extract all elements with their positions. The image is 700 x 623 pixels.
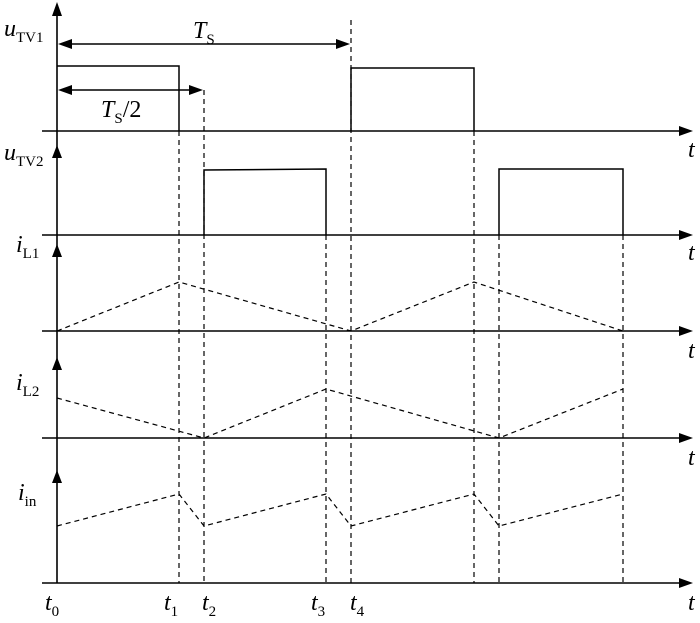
time-label-t1: t1 [164,590,178,620]
t-label-iin: t [688,590,696,616]
half-period-dimension [58,85,203,95]
label-i-in: iin [18,480,37,510]
half-period-arrow-right [189,85,203,95]
t-label-tv1: t [688,137,696,163]
label-half-period: TS/2 [101,97,141,127]
u-tv2-pulse-1 [203,168,327,235]
period-arrow-left [58,39,72,49]
u-tv1-pulse-1 [57,65,180,131]
half-period-arrow-left [58,85,72,95]
axis-arrow-il1 [52,244,62,257]
u-tv2-pulse-2 [498,168,624,235]
t-label-il1: t [688,338,696,364]
u-tv1-pulse-2 [350,67,475,131]
vertical-axis-arrow [52,2,62,16]
label-i-l2: iL2 [16,370,39,400]
time-axis-iin-arrow [679,578,693,588]
axis-arrow-iin [52,470,62,483]
time-label-t0: t0 [45,590,59,620]
axis-arrow-il2 [52,357,62,370]
label-u-tv2: uTV2 [4,140,44,170]
time-axis-tv2-arrow [679,230,693,240]
time-axis-il1-arrow [679,326,693,336]
label-i-l1: iL1 [16,232,39,262]
label-period: TS [193,18,215,48]
i-in-waveform [56,493,624,527]
axis-arrow-tv2 [52,145,62,158]
time-markers [178,20,624,583]
t-label-tv2: t [688,240,696,266]
i-l1-waveform [56,281,624,332]
time-axis-tv1-arrow [679,126,693,136]
label-u-tv1: uTV1 [4,16,44,46]
time-axis-il2-arrow [679,433,693,443]
period-dimension [58,39,350,49]
period-arrow-right [336,39,350,49]
time-label-t2: t2 [202,590,216,620]
t-label-il2: t [688,445,696,471]
time-label-t4: t4 [350,590,365,620]
i-l2-waveform [56,388,624,439]
time-axes [42,126,693,588]
time-label-t3: t3 [311,590,325,620]
